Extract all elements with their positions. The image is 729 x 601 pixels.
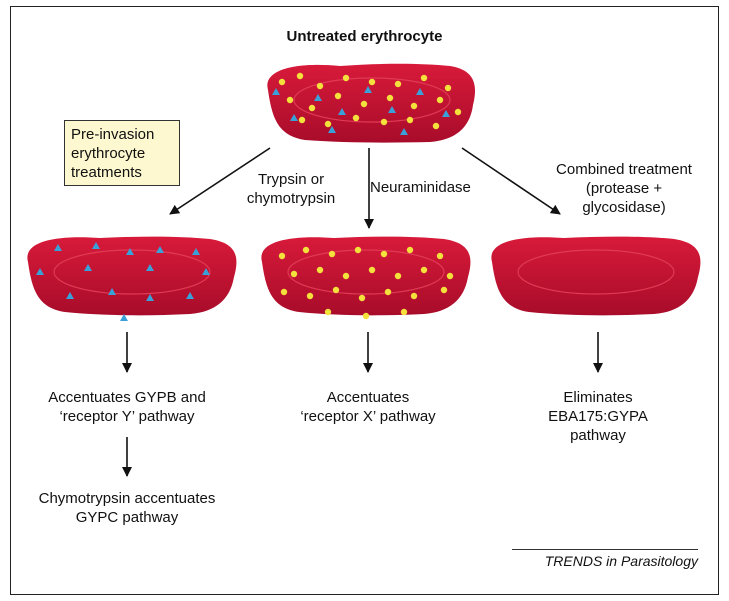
receptor-dot (354, 246, 362, 254)
receptor-triangle (192, 248, 200, 255)
receptor-dot (384, 288, 392, 296)
receptor-triangle (108, 288, 116, 295)
receptor-dot (454, 108, 462, 116)
outcome-left: Accentuates GYPB and ‘receptor Y’ pathwa… (48, 389, 206, 425)
receptor-triangle (328, 126, 336, 133)
receptor-triangle (442, 110, 450, 117)
receptor-triangle (314, 94, 322, 101)
receptor-dot (278, 78, 286, 86)
receptor-dot (362, 312, 370, 320)
receptor-triangle (146, 294, 154, 301)
receptor-dot (298, 116, 306, 124)
arrow-to-combined (461, 147, 561, 215)
receptor-dot (324, 308, 332, 316)
receptor-triangle (84, 264, 92, 271)
receptor-dot (316, 266, 324, 274)
receptor-dot (302, 246, 310, 254)
box-line: Pre-invasion (71, 126, 155, 143)
receptor-triangle (338, 108, 346, 115)
arrow-to-trypsin (169, 147, 271, 215)
receptor-dot (328, 250, 336, 258)
receptor-dot (420, 266, 428, 274)
treatment-label-combined: Combined treatment (protease + glycosida… (556, 161, 692, 216)
receptor-dot (406, 246, 414, 254)
receptor-dot (394, 272, 402, 280)
treatment-label-trypsin: Trypsin or chymotrypsin (246, 171, 336, 207)
receptor-dot (286, 96, 294, 104)
receptor-dot (436, 252, 444, 260)
receptor-dot (278, 252, 286, 260)
receptor-dot (342, 74, 350, 82)
receptor-dot (406, 116, 414, 124)
receptor-triangle (400, 128, 408, 135)
receptor-triangle (186, 292, 194, 299)
receptor-dot (368, 78, 376, 86)
box-line: treatments (71, 164, 142, 181)
erythrocyte-trypsin-treated (27, 236, 237, 321)
receptor-triangle (388, 106, 396, 113)
receptor-dot (380, 250, 388, 258)
journal-credit: TRENDS in Parasitology (544, 553, 698, 569)
receptor-dot (432, 122, 440, 130)
receptor-dot (420, 74, 428, 82)
receptor-dot (358, 294, 366, 302)
receptor-dot (332, 286, 340, 294)
receptor-triangle (156, 246, 164, 253)
receptor-triangle (126, 248, 134, 255)
footer-rule (512, 549, 698, 550)
receptor-dot (324, 120, 332, 128)
receptor-triangle (202, 268, 210, 275)
receptor-dot (334, 92, 342, 100)
receptor-dot (306, 292, 314, 300)
receptor-triangle (92, 242, 100, 249)
box-line: erythrocyte (71, 145, 146, 162)
receptor-dot (400, 308, 408, 316)
receptor-dot (352, 114, 360, 122)
receptor-triangle (364, 86, 372, 93)
receptor-dot (316, 82, 324, 90)
receptor-triangle (36, 268, 44, 275)
outcome-middle: Accentuates ‘receptor X’ pathway (300, 389, 436, 425)
receptor-triangle (54, 244, 62, 251)
receptor-triangle (272, 88, 280, 95)
receptor-dot (410, 292, 418, 300)
receptor-dot (436, 96, 444, 104)
receptor-dot (410, 102, 418, 110)
receptor-dot (446, 272, 454, 280)
erythrocyte-combined-treated (491, 236, 701, 316)
receptor-triangle (120, 314, 128, 321)
receptor-dot (444, 84, 452, 92)
receptor-dot (380, 118, 388, 126)
receptor-dot (394, 80, 402, 88)
receptor-triangle (66, 292, 74, 299)
receptor-dot (440, 286, 448, 294)
receptor-dot (342, 272, 350, 280)
erythrocyte-untreated (267, 63, 476, 143)
figure-frame (10, 6, 719, 595)
receptor-dot (280, 288, 288, 296)
receptor-dot (360, 100, 368, 108)
erythrocyte-neuraminidase-treated (261, 236, 471, 320)
receptor-dot (290, 270, 298, 278)
receptor-dot (308, 104, 316, 112)
receptor-triangle (146, 264, 154, 271)
pre-invasion-box: Pre-invasion erythrocyte treatments (64, 120, 180, 186)
receptor-dot (386, 94, 394, 102)
receptor-triangle (416, 88, 424, 95)
receptor-dot (296, 72, 304, 80)
receptor-triangle (290, 114, 298, 121)
outcome-right: Eliminates EBA175:GYPA pathway (548, 389, 648, 444)
receptor-dot (368, 266, 376, 274)
treatment-label-neuraminidase: Neuraminidase (370, 179, 471, 196)
outcome-left-second: Chymotrypsin accentuates GYPC pathway (38, 490, 216, 526)
diagram-title: Untreated erythrocyte (286, 28, 443, 45)
